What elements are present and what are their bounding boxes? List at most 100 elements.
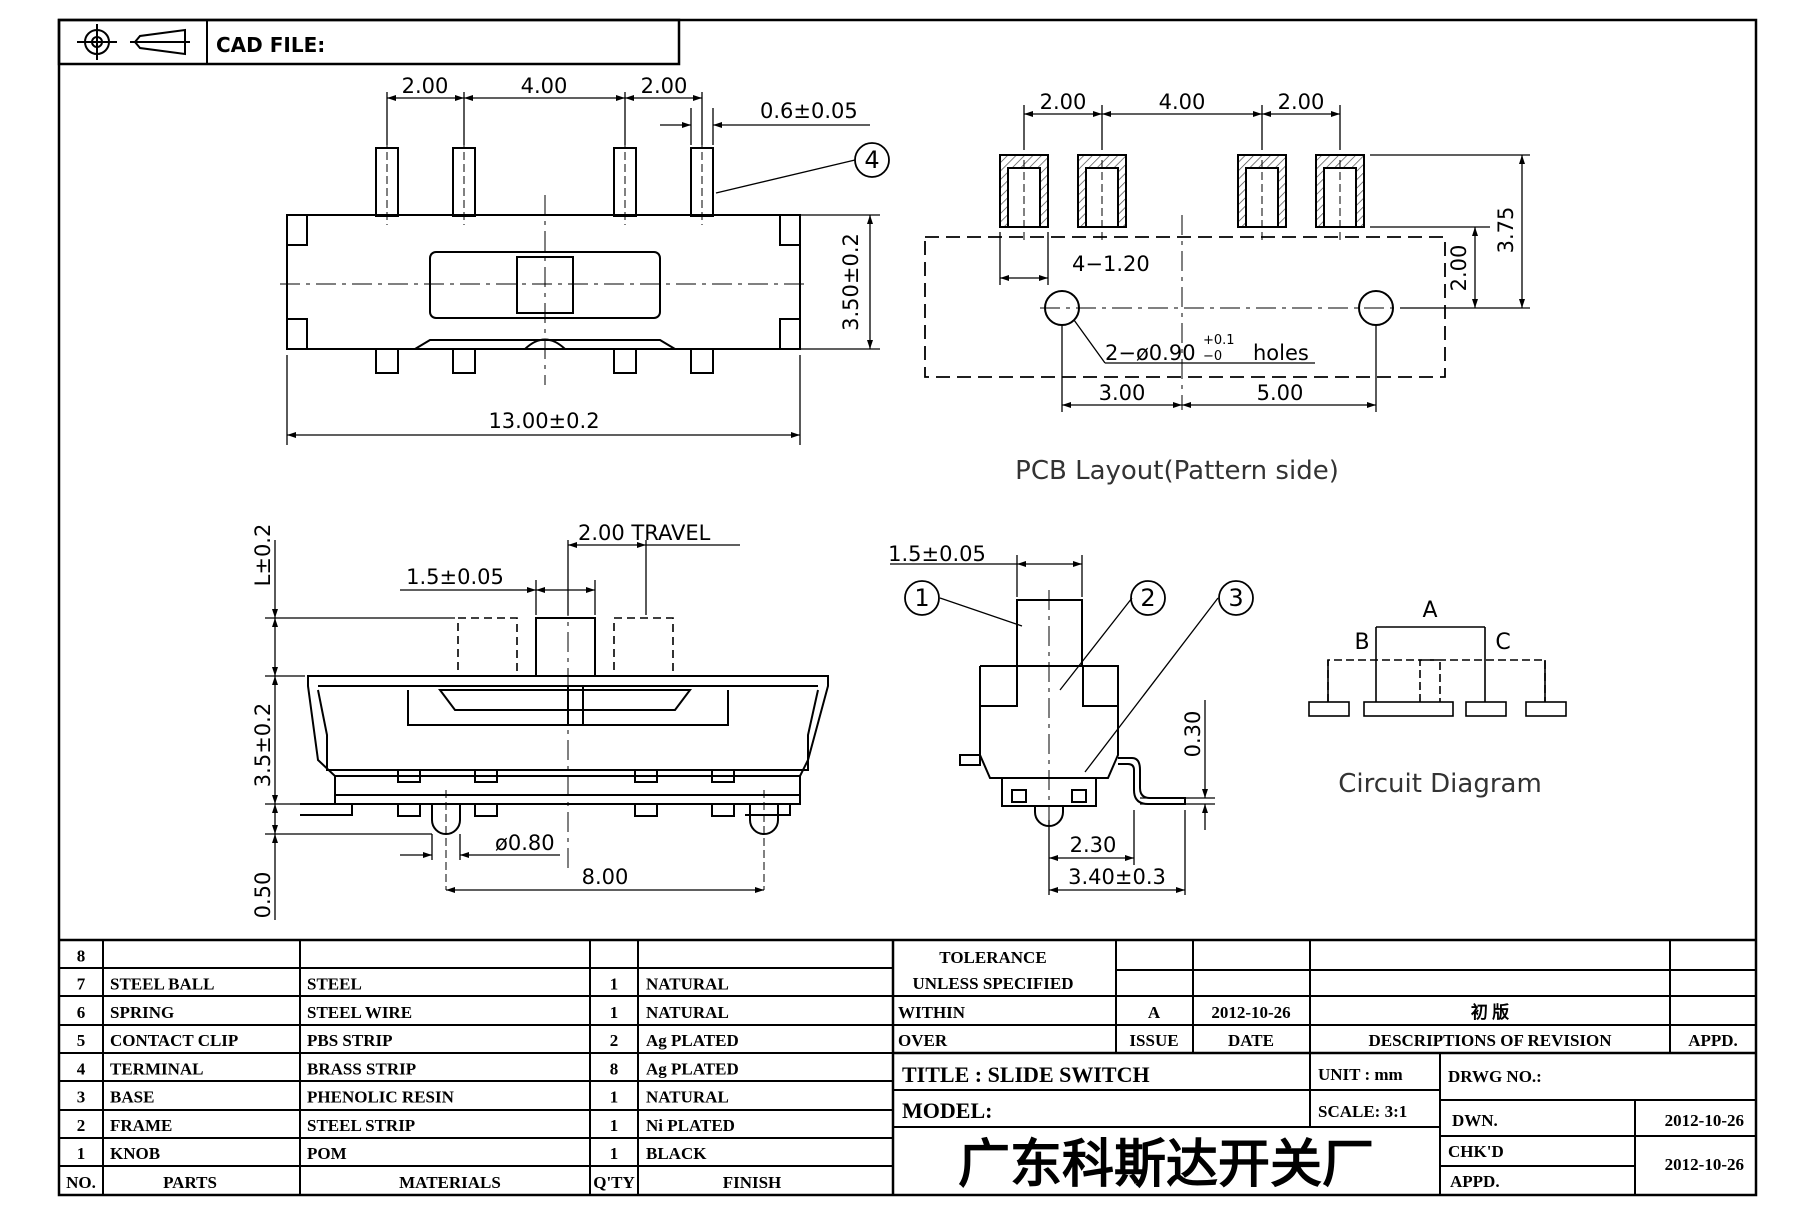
- bom-row-2-part: FRAME: [110, 1116, 172, 1135]
- circuit-diagram-caption: Circuit Diagram: [1338, 769, 1542, 799]
- dim-pcb-holes: 2−ø0.90: [1105, 341, 1196, 365]
- dim-pcb-pad-height: 2.00: [1447, 245, 1471, 292]
- bom-row-3-finish: NATURAL: [646, 1088, 729, 1107]
- front-view: [265, 540, 829, 920]
- bom-row-6-no: 6: [77, 1003, 86, 1022]
- callout-1: 1: [914, 584, 929, 612]
- dim-front-peg: ø0.80: [495, 831, 555, 855]
- tolerance-heading: TOLERANCE: [939, 948, 1046, 967]
- dim-side-outer: 3.40±0.3: [1068, 865, 1166, 889]
- bom-row-3-no: 3: [77, 1088, 86, 1107]
- bom-row-1-qty: 1: [610, 1144, 619, 1163]
- bom-row-7-qty: 1: [610, 975, 619, 994]
- top-view-dimensions: 2.00 4.00 2.00 0.6±0.05 3.50±0.2 13.00±0…: [402, 74, 880, 433]
- issue-label: ISSUE: [1129, 1031, 1178, 1050]
- date-label: DATE: [1228, 1031, 1274, 1050]
- bom-row-2-no: 2: [77, 1116, 86, 1135]
- bom-row-3-material: PHENOLIC RESIN: [307, 1088, 455, 1107]
- dim-top-pitch-right: 2.00: [641, 74, 688, 98]
- pcb-layout-dimensions: 2.00 4.00 2.00 4−1.20 2.00 3.75 2−ø0.90 …: [1015, 90, 1518, 486]
- dim-top-pin-width: 0.6±0.05: [760, 99, 858, 123]
- front-view-dimensions: L±0.2 2.00 TRAVEL 1.5±0.05 3.5±0.2 ø0.80…: [251, 521, 711, 918]
- bom-row-3-qty: 1: [610, 1088, 619, 1107]
- circuit-diagram-labels: A B C Circuit Diagram: [1338, 598, 1542, 799]
- revision-date: 2012-10-26: [1211, 1003, 1290, 1022]
- dim-pcb-holes-word: holes: [1253, 341, 1309, 365]
- dim-front-peg-height: 0.50: [251, 872, 275, 919]
- description-label: DESCRIPTIONS OF REVISION: [1368, 1031, 1612, 1050]
- cad-file-label: CAD FILE:: [216, 33, 325, 57]
- dim-pcb-pad-left: 2.00: [1040, 90, 1087, 114]
- model-label: MODEL:: [902, 1098, 992, 1123]
- dwn-date: 2012-10-26: [1665, 1111, 1744, 1130]
- bom-row-6-part: SPRING: [110, 1003, 174, 1022]
- dim-front-peg-spacing: 8.00: [582, 865, 629, 889]
- bom-header-materials: MATERIALS: [399, 1173, 501, 1192]
- side-view: [890, 555, 1254, 895]
- bom-row-4-finish: Ag PLATED: [646, 1059, 739, 1078]
- dim-pcb-hole-left: 3.00: [1099, 381, 1146, 405]
- dim-pcb-holes-tol-minus: −0: [1203, 349, 1222, 364]
- dim-pcb-pad-right: 2.00: [1278, 90, 1325, 114]
- bom-row-2-qty: 1: [610, 1116, 619, 1135]
- dwn-label: DWN.: [1452, 1111, 1498, 1130]
- dim-top-length: 13.00±0.2: [488, 409, 599, 433]
- bom-row-7-material: STEEL: [307, 975, 362, 994]
- bom-row-5-no: 5: [77, 1031, 86, 1050]
- bom-row-2-finish: Ni PLATED: [646, 1116, 735, 1135]
- bom-header-finish: FINISH: [723, 1173, 782, 1192]
- dim-top-height: 3.50±0.2: [839, 233, 863, 331]
- dim-top-pitch-left: 2.00: [402, 74, 449, 98]
- top-view: [280, 92, 890, 445]
- bom-row-8-no: 8: [77, 946, 86, 965]
- dim-pcb-pad-mid: 4.00: [1159, 90, 1206, 114]
- unit-label: UNIT : mm: [1318, 1065, 1403, 1084]
- revision-description: 初 版: [1471, 1002, 1509, 1022]
- bom-row-2-material: STEEL STRIP: [307, 1116, 415, 1135]
- appd-signoff-label: APPD.: [1450, 1172, 1500, 1191]
- bom-header-qty: Q'TY: [593, 1173, 635, 1192]
- chkd-label: CHK'D: [1448, 1142, 1504, 1161]
- tolerance-subheading: UNLESS SPECIFIED: [912, 974, 1073, 993]
- bom-row-6-finish: NATURAL: [646, 1003, 729, 1022]
- cad-file-header: CAD FILE:: [57, 18, 681, 66]
- bom-header-no: NO.: [66, 1173, 96, 1192]
- bom-row-5-finish: Ag PLATED: [646, 1031, 739, 1050]
- dim-pcb-hole-right: 5.00: [1257, 381, 1304, 405]
- company-name: 广东科斯达开关厂: [958, 1136, 1374, 1194]
- bom-row-4-no: 4: [77, 1059, 86, 1078]
- dim-top-pitch-mid: 4.00: [521, 74, 568, 98]
- title-block: TOLERANCE UNLESS SPECIFIED WITHIN OVER A…: [893, 940, 1756, 1195]
- bom-row-6-material: STEEL WIRE: [307, 1003, 412, 1022]
- bom-row-3-part: BASE: [110, 1088, 154, 1107]
- bom-row-1-part: KNOB: [110, 1144, 160, 1163]
- dim-side-inner: 2.30: [1070, 833, 1117, 857]
- bom-header-parts: PARTS: [163, 1173, 217, 1192]
- dim-side-terminal-thk: 0.30: [1181, 711, 1205, 758]
- appd-label: APPD.: [1688, 1031, 1738, 1050]
- bom-row-6-qty: 1: [610, 1003, 619, 1022]
- pcb-layout-caption: PCB Layout(Pattern side): [1015, 456, 1339, 486]
- dim-pcb-holes-tol-plus: +0.1: [1203, 333, 1235, 348]
- revision-issue: A: [1148, 1003, 1161, 1022]
- callout-3: 3: [1228, 584, 1243, 612]
- bom-row-7-finish: NATURAL: [646, 975, 729, 994]
- bom-row-1-finish: BLACK: [646, 1144, 707, 1163]
- dim-side-knob-width: 1.5±0.05: [888, 542, 986, 566]
- dim-front-knob-width: 1.5±0.05: [406, 565, 504, 589]
- dim-front-knob-height: L±0.2: [251, 524, 275, 587]
- circuit-label-c: C: [1495, 630, 1510, 655]
- callout-4: 4: [864, 146, 879, 174]
- circuit-label-b: B: [1354, 630, 1369, 655]
- bom-row-5-qty: 2: [610, 1031, 619, 1050]
- bom-row-5-material: PBS STRIP: [307, 1031, 393, 1050]
- bom-row-1-no: 1: [77, 1144, 86, 1163]
- bom-row-1-material: POM: [307, 1144, 347, 1163]
- bom-row-5-part: CONTACT CLIP: [110, 1031, 238, 1050]
- chkd-date: 2012-10-26: [1665, 1155, 1744, 1174]
- bom-row-4-material: BRASS STRIP: [307, 1059, 416, 1078]
- bom-row-7-part: STEEL BALL: [110, 975, 214, 994]
- bom-row-4-qty: 8: [610, 1059, 619, 1078]
- dim-pcb-pad-to-body: 3.75: [1494, 207, 1518, 254]
